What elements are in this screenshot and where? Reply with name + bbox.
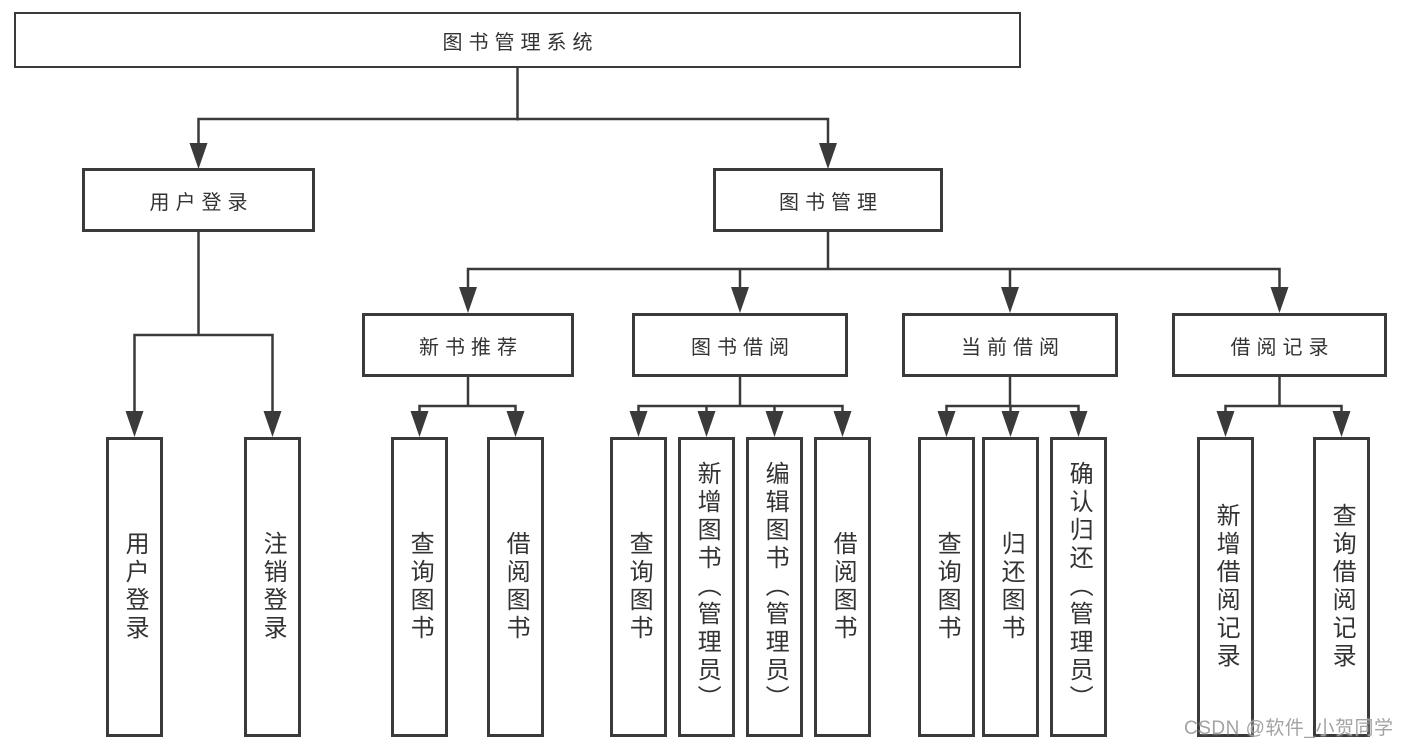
leaf-borrow-book-label: 借阅图书 [829, 531, 857, 643]
leaf-add-book-admin: 新增图书（管理员） [678, 437, 735, 737]
node-book-management-label: 图书管理 [779, 191, 883, 214]
connector-book-borrow-branch [637, 377, 844, 413]
leaf-query-book-current-label: 查询图书 [933, 531, 961, 643]
arrowhead-down-icon [819, 143, 837, 169]
connector-current-borrow-branch [945, 377, 1080, 413]
leaf-logout-label: 注销登录 [259, 531, 287, 643]
leaf-logout: 注销登录 [244, 437, 301, 737]
leaf-query-book-current: 查询图书 [918, 437, 975, 737]
arrowhead-down-icon [697, 411, 716, 437]
node-book-management: 图书管理 [713, 168, 943, 232]
node-user-login: 用户登录 [82, 168, 315, 232]
leaf-confirm-return-admin-label: 确认归还（管理员） [1065, 461, 1093, 713]
leaf-return-book-label: 归还图书 [997, 531, 1025, 643]
connector-user-login-branch [133, 232, 274, 413]
arrowhead-down-icon [629, 411, 648, 437]
arrowhead-down-icon [1216, 411, 1235, 437]
arrowhead-down-icon [1001, 287, 1019, 313]
connector-borrow-records-branch [1224, 377, 1343, 413]
connector-level2-bar [197, 117, 830, 145]
csdn-watermark: CSDN @软件_小贺同学 [1184, 718, 1394, 739]
leaf-add-book-admin-label: 新增图书（管理员） [693, 461, 721, 713]
node-user-login-label: 用户登录 [149, 191, 254, 214]
arrowhead-down-icon [1069, 411, 1088, 437]
connector-lines [133, 68, 1343, 413]
leaf-query-book-recommend: 查询图书 [391, 437, 448, 737]
leaf-user-login-label: 用户登录 [121, 531, 149, 643]
node-borrowing-records-label: 借阅记录 [1230, 336, 1335, 359]
arrowhead-down-icons [125, 143, 1351, 437]
leaf-confirm-return-admin: 确认归还（管理员） [1050, 437, 1107, 737]
node-new-book-recommend-label: 新书推荐 [419, 336, 523, 359]
arrowhead-down-icon [1332, 411, 1351, 437]
connector-new-book-branch [418, 377, 517, 413]
node-current-borrowing-label: 当前借阅 [961, 336, 1065, 359]
arrowhead-down-icon [506, 411, 525, 437]
leaf-borrow-book: 借阅图书 [814, 437, 871, 737]
node-current-borrowing: 当前借阅 [902, 313, 1118, 377]
arrowhead-down-icon [1001, 411, 1020, 437]
arrowhead-down-icon [765, 411, 784, 437]
arrowhead-down-icon [937, 411, 956, 437]
leaf-borrow-book-recommend-label: 借阅图书 [502, 531, 530, 643]
leaf-add-borrow-record: 新增借阅记录 [1197, 437, 1254, 737]
leaf-borrow-book-recommend: 借阅图书 [487, 437, 544, 737]
leaf-return-book: 归还图书 [982, 437, 1039, 737]
leaf-query-borrow-record-label: 查询借阅记录 [1328, 503, 1356, 671]
leaf-query-book-borrow: 查询图书 [610, 437, 667, 737]
node-library-system: 图书管理系统 [14, 12, 1021, 68]
leaf-query-book-recommend-label: 查询图书 [406, 531, 434, 643]
arrowhead-down-icon [263, 411, 282, 437]
arrowhead-down-icon [410, 411, 429, 437]
node-new-book-recommend: 新书推荐 [362, 313, 574, 377]
leaf-edit-book-admin: 编辑图书（管理员） [746, 437, 803, 737]
node-book-borrowing-label: 图书借阅 [691, 336, 795, 359]
arrowhead-down-icon [189, 143, 208, 169]
node-book-borrowing: 图书借阅 [632, 313, 848, 377]
node-borrowing-records: 借阅记录 [1172, 313, 1387, 377]
leaf-query-borrow-record: 查询借阅记录 [1313, 437, 1370, 737]
arrowhead-down-icon [125, 411, 144, 437]
arrowhead-down-icon [1270, 287, 1289, 313]
leaf-add-borrow-record-label: 新增借阅记录 [1212, 503, 1240, 671]
leaf-query-book-borrow-label: 查询图书 [625, 531, 653, 643]
arrowhead-down-icon [833, 411, 852, 437]
connector-book-mgmt-branch [466, 232, 1281, 289]
leaf-user-login: 用户登录 [106, 437, 163, 737]
node-library-system-label: 图书管理系统 [442, 31, 599, 54]
leaf-edit-book-admin-label: 编辑图书（管理员） [761, 461, 789, 713]
arrowhead-down-icon [731, 287, 749, 313]
arrowhead-down-icon [459, 287, 477, 313]
